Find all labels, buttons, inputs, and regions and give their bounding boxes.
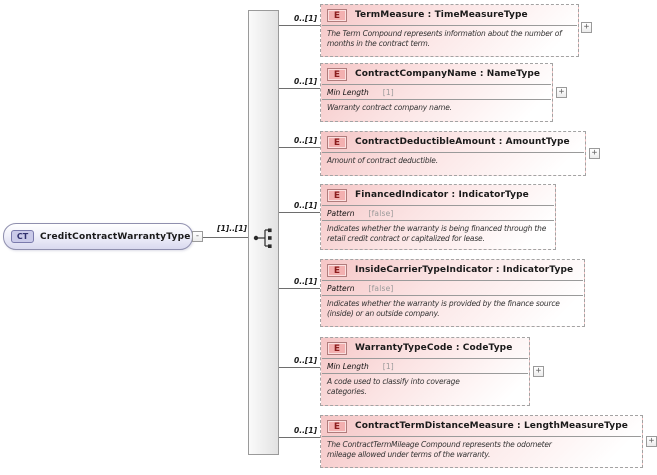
divider [322,220,554,221]
cardinality-label: 0..[1] [294,356,317,365]
element-title: ContractCompanyName : NameType [355,69,541,79]
element-node-financedindicator[interactable]: E FinancedIndicator : IndicatorType Patt… [320,184,556,250]
collapse-button[interactable]: - [192,231,203,242]
element-badge: E [327,135,347,149]
element-description: A code used to classify into coverage ca… [327,377,460,397]
element-description: The ContractTermMileage Compound represe… [327,440,552,460]
facet-name: Pattern [327,283,355,293]
expand-button[interactable]: + [589,148,600,159]
element-title: ContractTermDistanceMeasure : LengthMeas… [355,421,628,431]
divider [322,84,551,85]
cardinality-label: 0..[1] [294,201,317,210]
divider [322,25,577,26]
element-badge: E [327,67,347,81]
element-node-contractdeductibleamount[interactable]: E ContractDeductibleAmount : AmountType … [320,131,586,176]
element-node-insidecarriertypeindicator[interactable]: E InsideCarrierTypeIndicator : Indicator… [320,259,585,327]
element-description: Warranty contract company name. [327,103,452,112]
element-title: FinancedIndicator : IndicatorType [355,190,529,200]
element-title: WarrantyTypeCode : CodeType [355,343,513,353]
facet-value: [1] [382,361,394,371]
facet-value: [false] [368,208,394,218]
facet-name: Min Length [327,361,369,371]
connector-line [279,25,320,26]
element-title: ContractDeductibleAmount : AmountType [355,137,570,147]
element-description: Indicates whether the warranty is provid… [327,299,560,319]
sequence-compositor-icon[interactable] [251,226,277,250]
divider [322,280,583,281]
cardinality-label: 0..[1] [294,136,317,145]
complex-type-badge: CT [11,230,34,243]
element-badge: E [327,188,347,202]
facet-value: [false] [368,283,394,293]
complex-type-title: CreditContractWarrantyType [40,231,191,242]
element-node-warrantytypecode[interactable]: E WarrantyTypeCode : CodeType Min Length… [320,337,530,406]
divider [322,99,551,100]
connector-line [279,212,320,213]
connector-line [279,437,320,438]
root-cardinality: [1]..[1] [217,224,247,233]
cardinality-label: 0..[1] [294,77,317,86]
expand-button[interactable]: + [646,436,657,447]
facet-name: Pattern [327,208,355,218]
cardinality-label: 0..[1] [294,14,317,23]
element-description: Indicates whether the warranty is being … [327,224,547,244]
connector-line [279,88,320,89]
divider [322,205,554,206]
element-title: InsideCarrierTypeIndicator : IndicatorTy… [355,265,574,275]
facet-value: [1] [382,87,394,97]
element-description: Amount of contract deductible. [327,156,438,165]
element-description: The Term Compound represents information… [327,29,562,49]
expand-button[interactable]: + [533,366,544,377]
element-node-contractcompanyname[interactable]: E ContractCompanyName : NameType Min Len… [320,63,553,122]
expand-button[interactable]: + [581,22,592,33]
connector-line [279,367,320,368]
element-badge: E [327,263,347,277]
element-node-termmeasure[interactable]: E TermMeasure : TimeMeasureType The Term… [320,4,579,57]
expand-button[interactable]: + [556,87,567,98]
model-group-bar [248,10,279,455]
cardinality-label: 0..[1] [294,426,317,435]
element-node-contracttermdistancemeasure[interactable]: E ContractTermDistanceMeasure : LengthMe… [320,415,643,468]
root-connector-line [203,237,248,238]
element-badge: E [327,341,347,355]
element-badge: E [327,8,347,22]
divider [322,152,584,153]
cardinality-label: 0..[1] [294,277,317,286]
connector-line [279,147,320,148]
complex-type-node[interactable]: CT CreditContractWarrantyType [3,223,193,250]
divider [322,373,528,374]
divider [322,358,528,359]
connector-line [279,288,320,289]
divider [322,295,583,296]
divider [322,436,641,437]
element-badge: E [327,419,347,433]
element-title: TermMeasure : TimeMeasureType [355,10,528,20]
facet-name: Min Length [327,87,369,97]
